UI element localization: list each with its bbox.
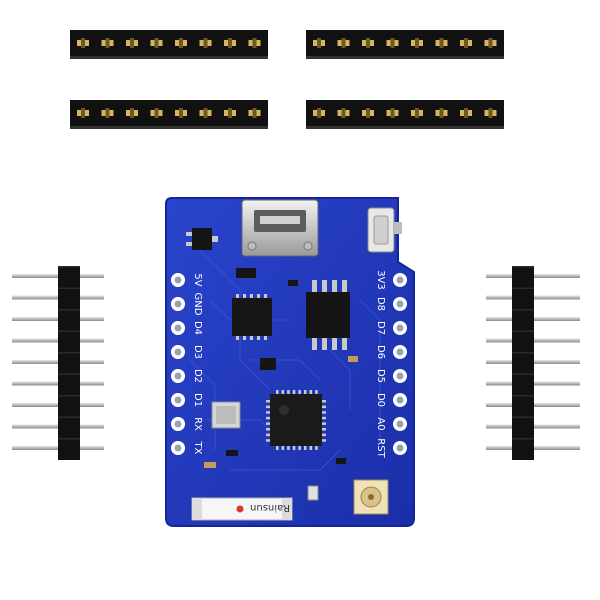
pin-label-right: D7 <box>375 321 386 335</box>
pin-label-right: D6 <box>375 345 386 359</box>
micro-usb-port <box>241 199 319 257</box>
female-header-2 <box>306 30 504 59</box>
smd-components <box>204 280 358 501</box>
pin-label-right: D8 <box>375 297 386 311</box>
pcb-outline <box>165 197 415 527</box>
pin-label-left: D4 <box>192 321 203 335</box>
right-pin-holes <box>393 273 407 455</box>
crystal-oscillator <box>211 401 241 429</box>
ceramic-antenna <box>191 497 293 521</box>
voltage-regulator <box>186 228 218 250</box>
female-header-1 <box>70 30 268 59</box>
pin-label-left: RX <box>192 417 203 431</box>
pin-label-right: D5 <box>375 369 386 383</box>
transistor <box>260 358 276 370</box>
female-header-4 <box>306 100 504 129</box>
left-pin-holes <box>171 273 185 455</box>
flash-chip <box>306 280 350 350</box>
reset-button <box>367 207 402 253</box>
esp-chip <box>266 390 326 450</box>
pin-label-right: A0 <box>375 417 386 430</box>
antenna-connector <box>353 479 389 515</box>
pin-label-left: TX <box>192 441 203 455</box>
pin-label-left: 5V <box>192 273 203 286</box>
pin-label-left: D2 <box>192 369 203 383</box>
male-header-right <box>486 266 580 460</box>
diode <box>236 268 256 278</box>
pin-label-left: D1 <box>192 393 203 407</box>
pin-label-right: 3V3 <box>375 270 386 290</box>
brand-label: Rainsun <box>250 502 290 513</box>
pin-label-right: RST <box>375 438 386 458</box>
male-header-left <box>12 266 104 460</box>
pin-label-left: D3 <box>192 345 203 359</box>
female-header-3 <box>70 100 268 129</box>
usb-serial-chip <box>232 294 272 340</box>
pin-label-right: D0 <box>375 393 386 407</box>
pin-label-left: GND <box>192 293 203 316</box>
